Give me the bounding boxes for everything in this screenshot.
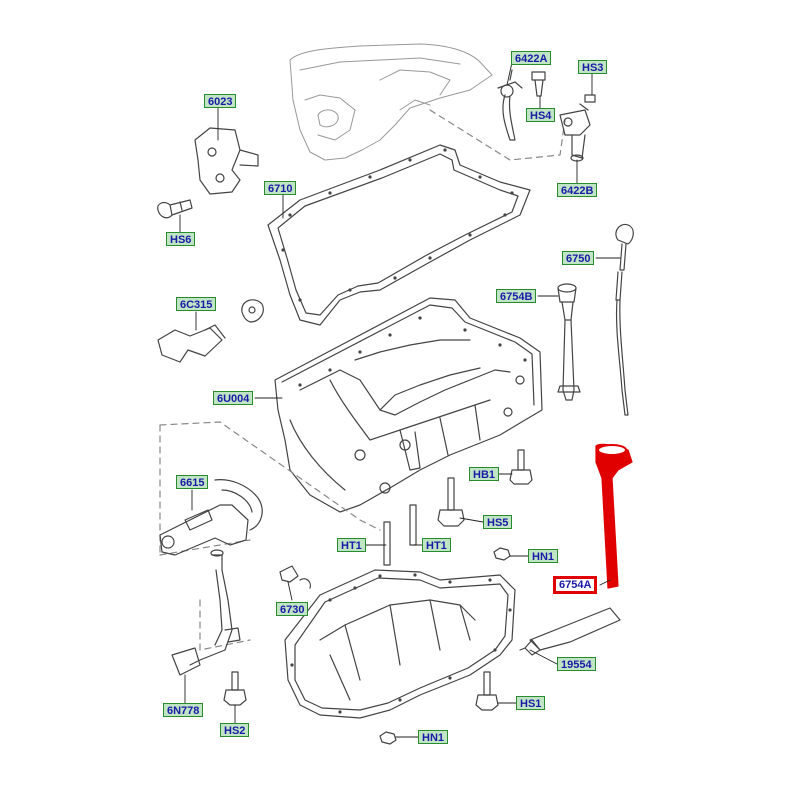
sealant-tube-19554 [519,607,621,656]
oil-pickup-6615 [159,479,263,556]
callout-6023[interactable]: 6023 [204,94,237,108]
bolt-HB1 [509,449,533,485]
nut-HN1-lower [379,731,397,745]
sensor-6C315 [157,299,264,363]
gasket-6710 [267,144,531,326]
stud-HT1-a [383,521,391,566]
callout-6710[interactable]: 6710 [264,181,297,195]
callout-HT1-b[interactable]: HT1 [422,538,451,552]
callout-HT1-a[interactable]: HT1 [337,538,366,552]
callout-HS3[interactable]: HS3 [578,60,608,74]
callout-6754A-highlighted[interactable]: 6754A [553,576,598,594]
dipstick-tube-6754A [595,443,633,589]
pipe-6N778 [171,549,241,676]
dashed-boundary-upper [429,109,566,161]
bolt-HS5 [437,477,465,527]
upper-oil-pan-6U004 [274,297,543,513]
drain-plug-6730 [279,565,311,589]
callout-HS5[interactable]: HS5 [483,515,513,529]
callout-19554[interactable]: 19554 [557,657,596,671]
dipstick-tube-6754B [557,283,581,401]
lower-oil-pan [284,569,516,719]
nut-HN1-upper [493,547,511,561]
callout-6750[interactable]: 6750 [562,251,595,265]
bolt-HS3 [579,94,596,111]
stud-HT1-b [409,504,417,546]
bolt-HS6 [157,199,193,219]
callout-HS6[interactable]: HS6 [166,232,196,246]
dashed-boundary-middle [159,421,381,556]
bolt-HS1 [475,671,499,711]
breather-tube-6422A [497,69,523,141]
bolt-HS2 [223,671,247,706]
callout-6730[interactable]: 6730 [276,602,309,616]
bolt-HS4 [531,71,546,97]
callout-HS4[interactable]: HS4 [526,108,556,122]
callout-6422A[interactable]: 6422A [511,51,552,65]
callout-6422B[interactable]: 6422B [557,183,598,197]
callout-HS2[interactable]: HS2 [220,723,250,737]
callout-6N778[interactable]: 6N778 [163,703,204,717]
callout-HS1[interactable]: HS1 [516,696,546,710]
dipstick-6750 [615,223,634,416]
callout-HN1-lower[interactable]: HN1 [418,730,449,744]
engine-block-outline [289,43,493,161]
callout-6C315[interactable]: 6C315 [176,297,217,311]
callout-6615[interactable]: 6615 [176,475,209,489]
callout-6U004[interactable]: 6U004 [213,391,254,405]
fitting-6422B [559,109,591,162]
callout-HN1-upper[interactable]: HN1 [528,549,559,563]
callout-HB1[interactable]: HB1 [469,467,500,481]
callout-6754B[interactable]: 6754B [496,289,537,303]
leader-lines [179,57,621,738]
bracket-6023 [194,127,259,195]
dashed-boundary-lower [199,599,251,651]
